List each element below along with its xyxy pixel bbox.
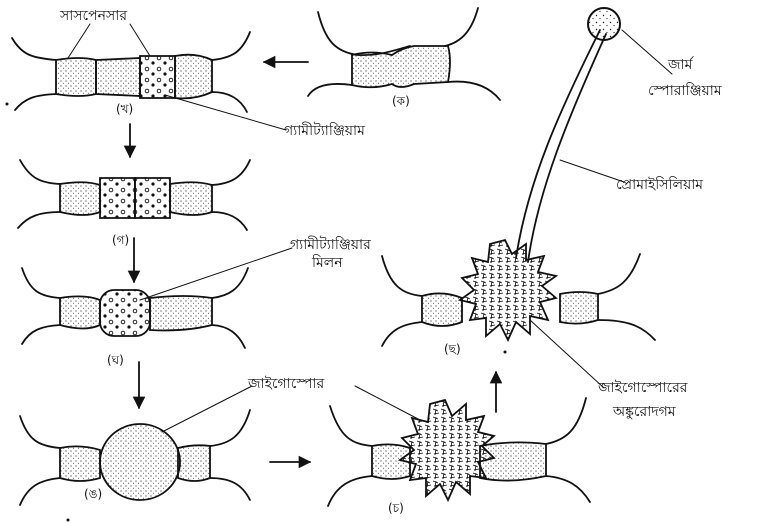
label-promycelium: প্রোমাইসিলিয়াম — [616, 178, 703, 192]
label-gametangium-fusion-1: গ্যামীট্যাঞ্জিয়ার — [290, 238, 371, 252]
stage-label-ka: (ক) — [392, 95, 410, 107]
stage-ka-hyphae — [308, 8, 500, 100]
label-zygospore: জাইগোস্পোর — [248, 377, 324, 391]
label-germ-sporangium-2: স্পোরাঞ্জিয়াম — [648, 84, 722, 98]
stage-uma-hyphae — [20, 410, 250, 505]
stage-label-chha: (ছ) — [444, 343, 461, 355]
stage-label-kha: (খ) — [116, 103, 133, 115]
stage-label-uma: (ঙ) — [84, 488, 102, 500]
label-gametangium-fusion-2: মিলন — [312, 256, 343, 270]
stage-ga-hyphae — [18, 160, 250, 230]
stage-label-cha: (চ) — [388, 502, 404, 514]
stage-kha-hyphae — [12, 32, 250, 112]
stage-cha-hyphae — [328, 398, 590, 506]
label-gametangium: গ্যামীট্যাঞ্জিয়াম — [284, 124, 365, 138]
label-zygospore-germination-2: অঙ্কুরোদগম — [613, 405, 676, 419]
label-suspensor: সাসপেনসার — [60, 9, 127, 23]
label-germ-sporangium-1: জার্ম — [668, 58, 692, 72]
stage-label-gha: (ঘ) — [107, 354, 124, 366]
label-zygospore-germination-1: জাইগোস্পোরের — [598, 381, 688, 395]
stage-label-ga: (গ) — [112, 234, 129, 246]
stage-gha-hyphae — [22, 268, 248, 348]
